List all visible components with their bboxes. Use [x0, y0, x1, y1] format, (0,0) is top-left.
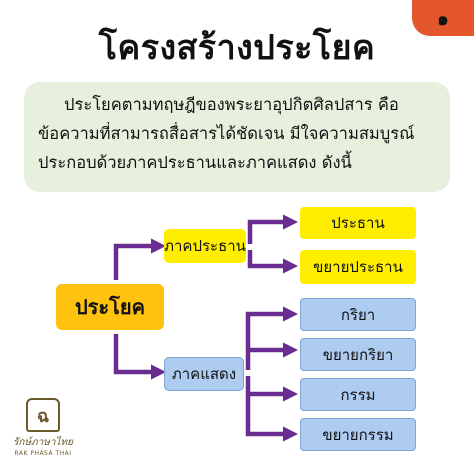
intro-line-2: ข้อความที่สามารถสื่อสารได้ชัดเจน มีใจควา… [38, 124, 415, 143]
logo-text: รักษ์ภาษาไทย [13, 437, 73, 448]
connector-root-predicate [113, 334, 167, 380]
logo-subtext: RAK PHASA THAI [14, 450, 72, 457]
node-verb-modifier: ขยายกริยา [300, 338, 416, 371]
node-object-modifier: ขยายกรรม [300, 418, 416, 451]
connector-predicate-object-modifier [245, 376, 299, 442]
intro-line-3: ประกอบด้วยภาคประธานและภาคแสดง ดังนี้ [38, 153, 352, 172]
brand-logo: ฉ รักษ์ภาษาไทย RAK PHASA THAI [10, 398, 76, 464]
node-verb: กริยา [300, 298, 416, 331]
node-subject: ประธาน [300, 207, 416, 239]
intro-box: ประโยคตามทฤษฎีของพระยาอุปกิตศิลปสาร คือ … [24, 82, 450, 192]
connector-subject-subject-modifier [247, 250, 299, 274]
node-subject-part: ภาคประธาน [164, 229, 246, 263]
connector-predicate-verb [245, 306, 299, 370]
connector-subject-subject-node [247, 214, 299, 244]
node-object: กรรม [300, 378, 416, 411]
page-number-badge: ๑ [412, 0, 474, 36]
connector-root-subject [113, 238, 167, 280]
intro-line-1: ประโยคตามทฤษฎีของพระยาอุปกิตศิลปสาร คือ [64, 95, 399, 114]
logo-mark-icon: ฉ [26, 398, 60, 432]
page-title: โครงสร้างประโยค [98, 28, 376, 68]
node-predicate-part: ภาคแสดง [164, 357, 244, 391]
page-number: ๑ [437, 8, 449, 30]
node-sentence: ประโยค [56, 284, 164, 330]
node-subject-modifier: ขยายประธาน [300, 250, 416, 284]
